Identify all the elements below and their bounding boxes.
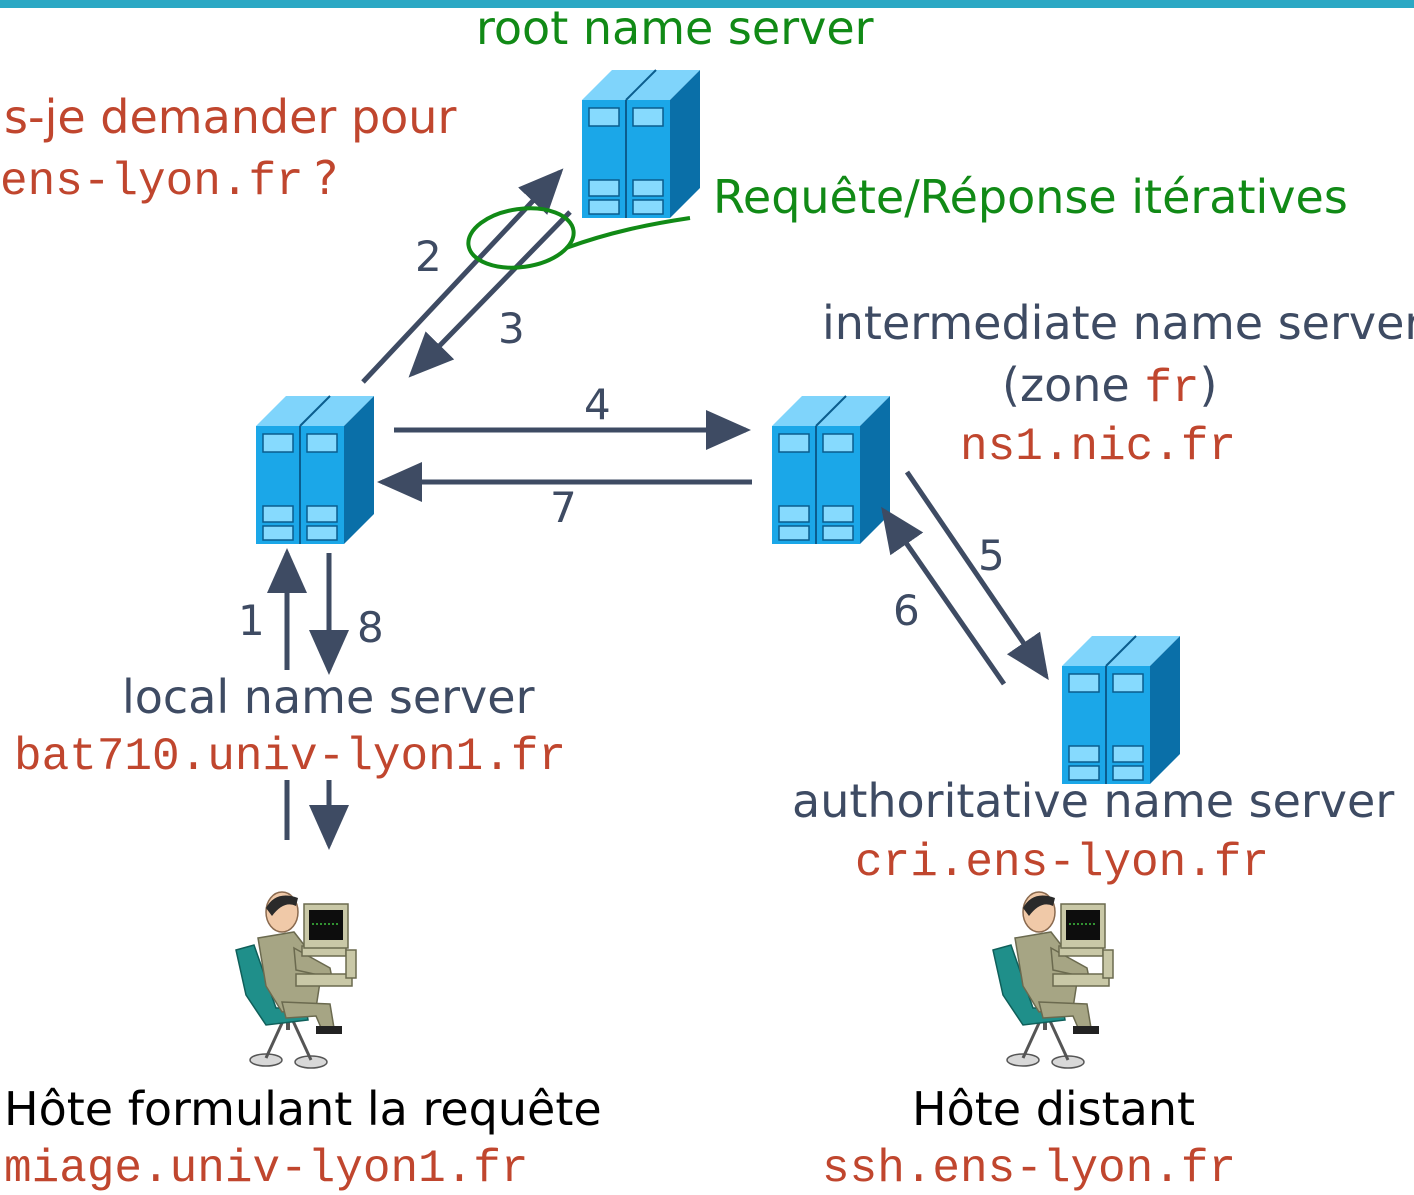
arrow-step-3 — [408, 210, 572, 378]
annotation-pointer — [565, 216, 691, 250]
arrow-step-2 — [361, 168, 564, 384]
top-accent-bar — [0, 0, 1414, 8]
zone-code: fr — [1144, 363, 1200, 415]
question-text: s-je demander pour — [4, 90, 457, 144]
arrow-step-5 — [904, 470, 1049, 681]
step-1-label: 1 — [238, 596, 265, 645]
authoritative-host: cri.ens-lyon.fr — [855, 837, 1270, 889]
requester-host: miage.univ-lyon1.fr — [4, 1143, 529, 1195]
step-2-label: 2 — [415, 232, 442, 281]
local-host: bat710.univ-lyon1.fr — [14, 731, 567, 783]
intermediate-server-title: intermediate name server — [822, 296, 1414, 350]
authoritative-server-icon — [1061, 635, 1181, 785]
requester-title: Hôte formulant la requête — [4, 1082, 602, 1136]
local-server-title: local name server — [122, 670, 535, 724]
question-domain: ens-lyon.fr — [0, 156, 304, 208]
root-server-icon — [581, 69, 701, 219]
step-8-label: 8 — [357, 603, 384, 652]
question-mark: ? — [313, 151, 339, 205]
question-domain-line: ens-lyon.fr? — [0, 155, 338, 205]
intermediate-host: ns1.nic.fr — [960, 421, 1237, 473]
iterative-annotation: Requête/Réponse itératives — [713, 170, 1348, 224]
remote-user-icon — [991, 890, 1115, 1070]
arrow-step-6 — [881, 506, 1007, 686]
zone-open: (zone — [1002, 358, 1145, 412]
requester-user-icon — [234, 890, 358, 1070]
intermediate-server-icon — [771, 395, 891, 545]
local-server-icon — [255, 395, 375, 545]
remote-host: ssh.ens-lyon.fr — [822, 1143, 1237, 1195]
step-6-label: 6 — [893, 586, 920, 635]
step-4-label: 4 — [584, 380, 611, 429]
iterative-highlight-circle — [466, 206, 576, 270]
intermediate-zone: (zone fr) — [1002, 362, 1217, 412]
zone-close: ) — [1199, 358, 1218, 412]
root-server-title: root name server — [476, 1, 874, 55]
authoritative-server-title: authoritative name server — [792, 774, 1395, 828]
step-5-label: 5 — [978, 531, 1005, 580]
remote-title: Hôte distant — [912, 1082, 1196, 1136]
step-3-label: 3 — [498, 304, 525, 353]
step-7-label: 7 — [550, 483, 577, 532]
